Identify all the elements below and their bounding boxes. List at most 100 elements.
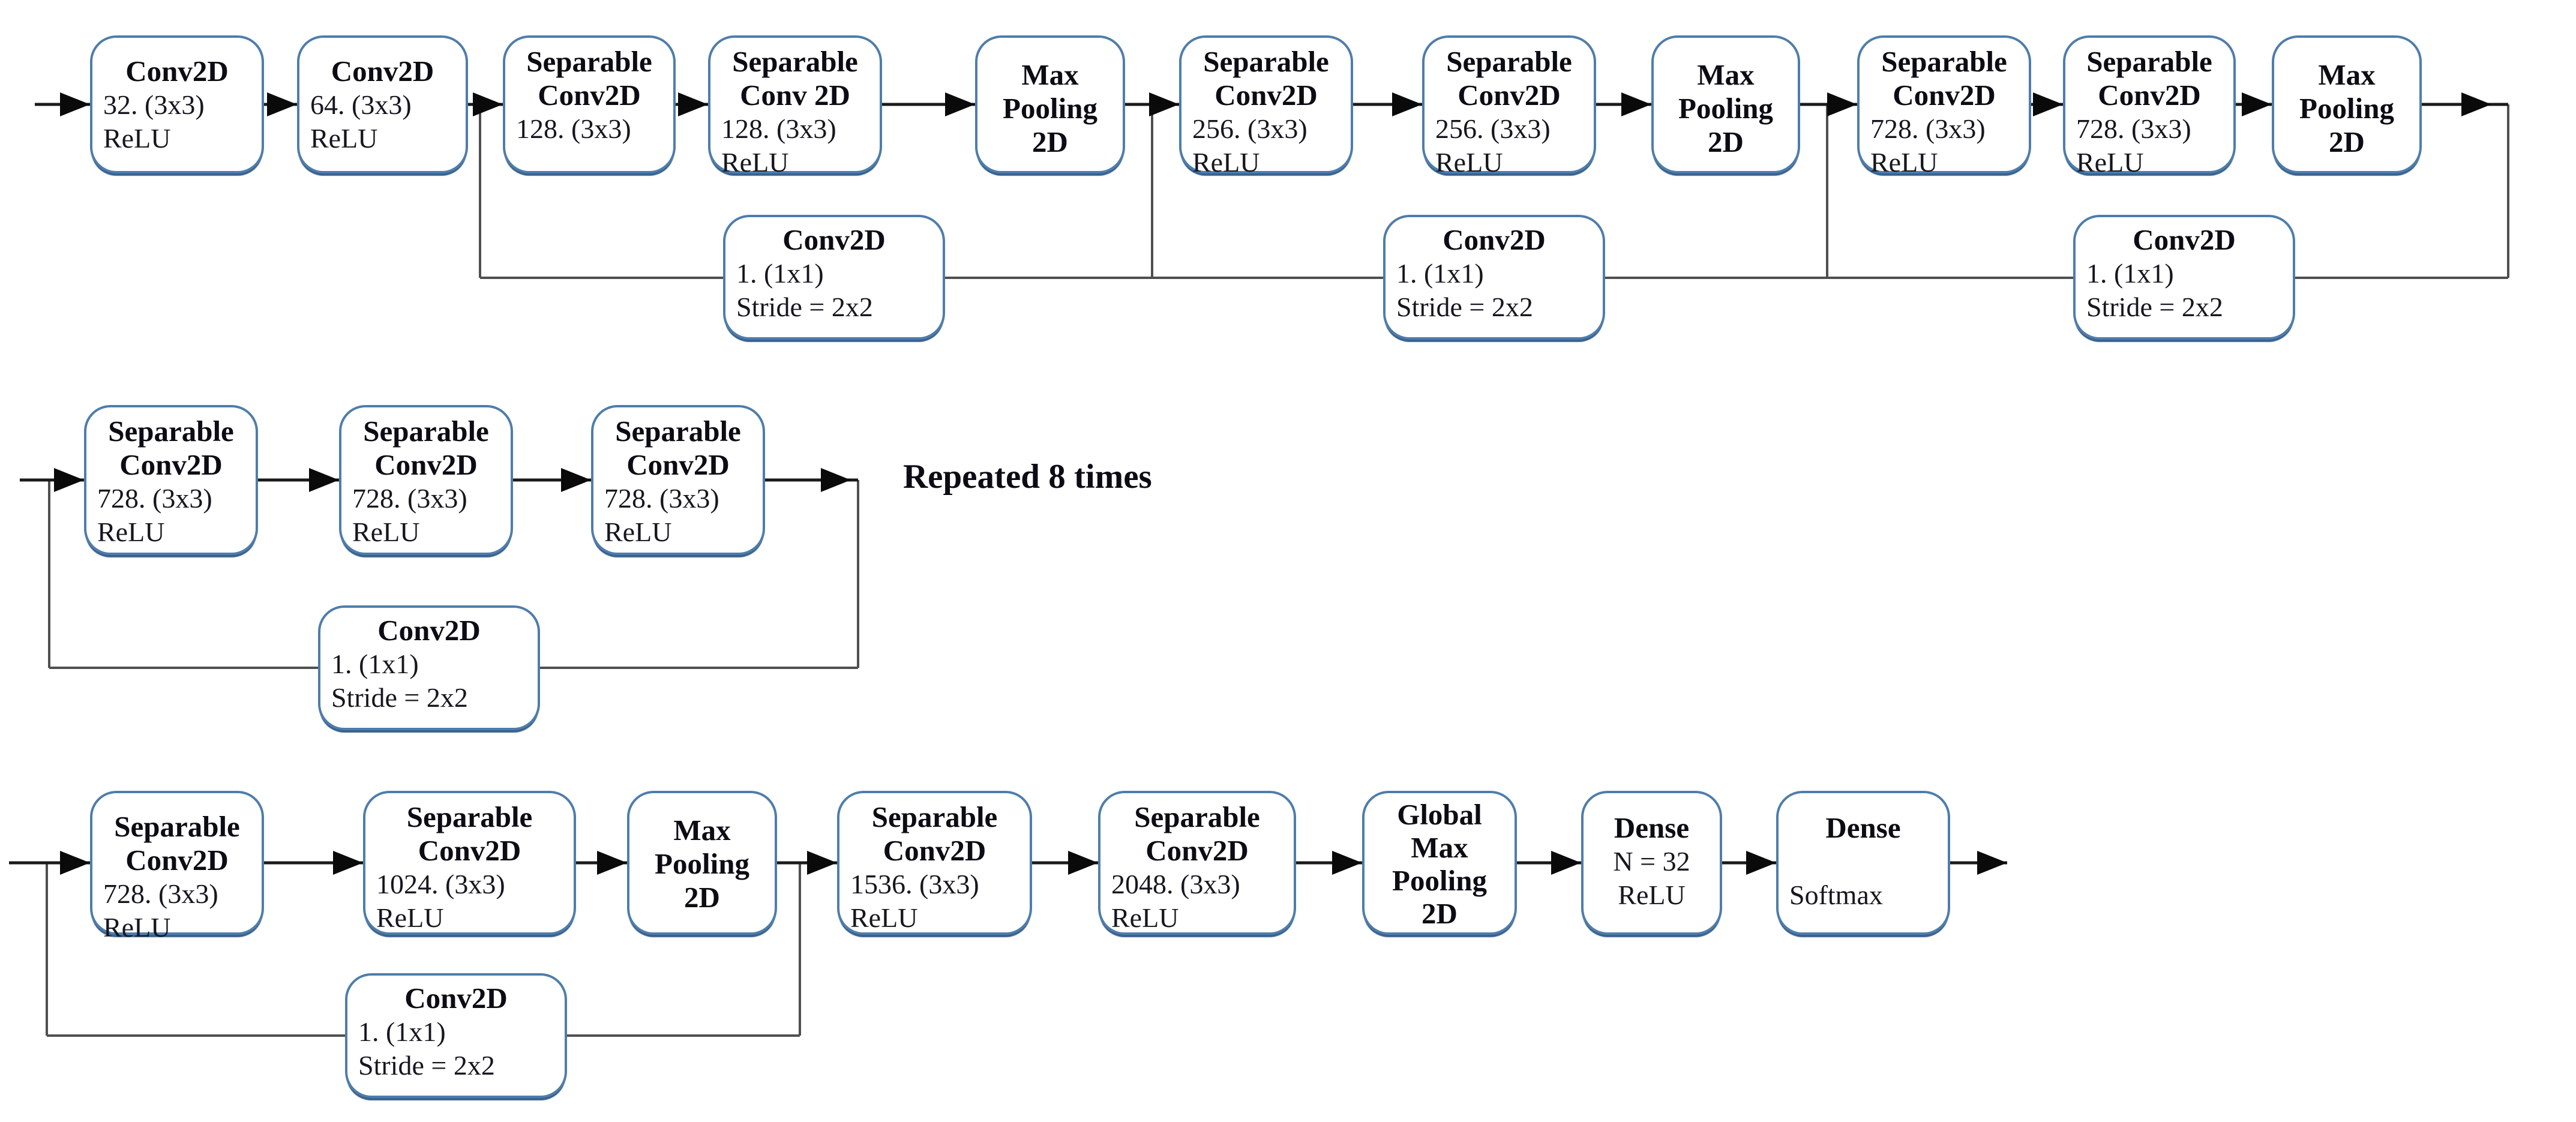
node-sub-line: ReLU [1435,147,1503,178]
node-title-line: Separable [1203,45,1329,78]
node-sub-line: N = 32 [1613,846,1690,877]
node-sub-line [1779,845,1948,878]
flow-arrowhead [1149,92,1179,116]
node-title-line: Dense [1825,811,1901,844]
node-title-line: Global [1397,798,1482,831]
node-title-line: Separable [1881,45,2007,78]
node-title-line: Conv2D [404,982,508,1015]
node-title-line: Conv2D [374,448,478,481]
node-sub-line: ReLU [604,517,672,547]
node-title-line: Conv2D [125,55,229,88]
node-title-line: Conv2D [626,448,730,481]
node-sub-line: 256. (3x3) [1435,113,1551,144]
node-sub-line: ReLU [1618,880,1686,910]
node-title-line: Separable [406,800,533,833]
node-sub-line: Stride = 2x2 [331,682,468,713]
flow-arrowhead [267,92,297,116]
flow-arrowhead [309,468,339,492]
node-sub-line: ReLU [376,902,444,933]
node-sub-line: 64. (3x3) [310,89,412,120]
node-title-line: Max [673,814,731,847]
node-title-line: Separable [2086,45,2212,78]
node-title-line: Max [2318,58,2376,91]
node-title-line: Conv2D [1893,79,1996,112]
node-title-line: Dense [1614,811,1690,844]
repeat-count-label: Repeated 8 times [903,458,1152,496]
node-title-line: Pooling [1003,92,1097,125]
node-title-line: 2D [684,881,720,914]
flow-arrowhead [2461,92,2491,116]
node-sub-line: 1. (1x1) [331,649,419,679]
node-title-line: Separable [108,415,234,448]
node-sub-line: ReLU [850,902,918,933]
flow-arrowhead [2242,92,2272,116]
node-sub-line: ReLU [2076,147,2144,178]
node-title-line: Conv2D [1214,79,1318,112]
node-sub-line: Stride = 2x2 [1396,292,1533,322]
node-sub-line: 728. (3x3) [103,878,218,909]
node-sub-line: Stride = 2x2 [736,292,873,322]
flow-arrowhead [473,92,503,116]
node-sub-line: Stride = 2x2 [358,1050,495,1081]
node-sub-line: 1024. (3x3) [376,869,505,899]
flow-arrowhead [807,851,837,875]
node-sub-line: 256. (3x3) [1192,113,1308,144]
node-title-line: Separable [615,415,741,448]
flow-arrowhead [1551,851,1581,875]
node-title-line: Conv2D [1443,223,1546,256]
node-sub-line: 728. (3x3) [1870,113,1986,144]
node-title-line: Conv2D [538,79,641,112]
node-title-line: Pooling [1392,864,1487,897]
node-title-line: Conv2D [782,223,886,256]
node-title-line: Separable [871,800,998,833]
node-sub-line: 728. (3x3) [352,483,467,514]
flow-arrowhead [1392,92,1422,116]
node-sub-line: 1536. (3x3) [850,869,979,899]
node-sub-line: Stride = 2x2 [2086,292,2223,322]
node-title-line: Conv2D [331,55,434,88]
node-title-line: Pooling [655,847,749,880]
flow-arrowhead [60,851,90,875]
node-title-line: Conv2D [1458,79,1561,112]
flow-arrowhead [821,468,851,492]
node-sub-line: ReLU [721,147,789,178]
node-sub-line: ReLU [310,123,378,154]
node-sub-line: 1. (1x1) [1396,258,1484,289]
node-sub-line: ReLU [97,517,165,547]
node-sub-line: ReLU [352,517,420,547]
node-sub-line: ReLU [1870,147,1938,178]
node-title-line: Conv2D [2133,223,2236,256]
flow-arrowhead [1977,851,2007,875]
node-title-line: Separable [114,810,240,843]
node-title-line: 2D [1032,125,1068,158]
node-sub-line: ReLU [1192,147,1260,178]
node-title-line: Conv2D [418,834,521,867]
node-title-line: Max [1697,58,1755,91]
flow-arrowhead [1621,92,1651,116]
node-title-line: Conv2D [2098,79,2201,112]
